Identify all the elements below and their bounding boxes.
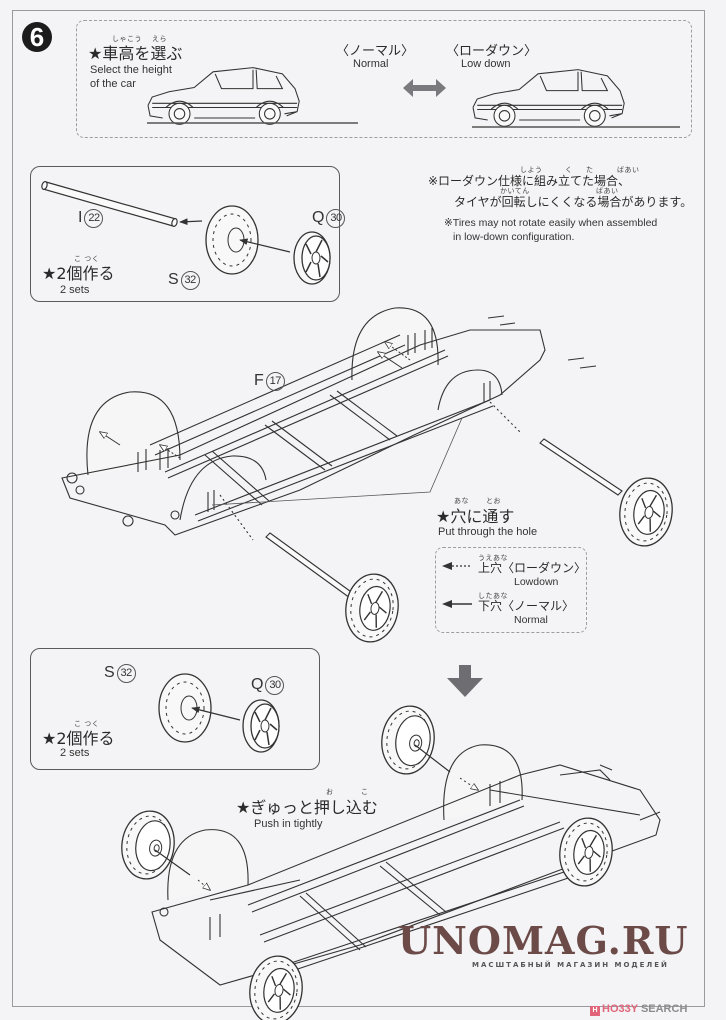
- note-ruby-1a: しよう: [520, 166, 543, 174]
- arrow-hole-rear-lower: [100, 432, 121, 446]
- note-ruby-1d: ばあい: [617, 166, 640, 174]
- upper-hole-label: 上穴〈ローダウン〉: [478, 561, 587, 575]
- arrow-hole-front-lower: [378, 352, 403, 369]
- arrow-push-upper: [459, 777, 478, 790]
- wheel-assembly-box-2: [30, 648, 320, 770]
- make-two-title-1: ★2個作る: [42, 264, 115, 283]
- make-two-subtitle-1: 2 sets: [60, 284, 90, 296]
- wheel-hub-upper: [376, 702, 440, 778]
- hole-title: ★穴に通す: [436, 507, 515, 526]
- note-line-2-en: in low-down configuration.: [453, 231, 575, 243]
- choose-height-subtitle-1: Select the height: [90, 64, 172, 76]
- arrow-legend-lower-icon: [442, 600, 472, 608]
- part-number: 30: [265, 676, 285, 695]
- chassis-F17: [61, 307, 597, 536]
- push-subtitle: Push in tightly: [254, 818, 323, 830]
- page-frame: [12, 10, 705, 1007]
- chassis-assembled: [151, 744, 661, 986]
- step-number-badge: 6: [22, 22, 52, 52]
- lowdown-label-jp: 〈ローダウン〉: [446, 44, 538, 59]
- normal-label-en: Normal: [353, 58, 389, 70]
- hole-subtitle: Put through the hole: [438, 526, 538, 538]
- arrow-hole-front-upper: [385, 342, 411, 361]
- part-number: 32: [116, 664, 136, 683]
- ruby-ana: あな: [454, 497, 469, 505]
- lower-hole-en: Normal: [514, 614, 548, 626]
- wheel-assembled-front: [614, 474, 678, 550]
- watermark-subtitle: МАСШТАБНЫЙ МАГАЗИН МОДЕЛЕЙ: [472, 961, 669, 969]
- wheel-mounted-front: [554, 814, 618, 890]
- arrow-rim-to-tire: [239, 238, 291, 253]
- hobby-search-logo-icon: H: [590, 1006, 600, 1016]
- watermark-title: UNOMAG.RU: [398, 918, 689, 963]
- note-line-2: タイヤが回転しにくくなる場合があります。: [454, 195, 693, 209]
- part-letter: S: [168, 271, 179, 288]
- note-line-1: ※ローダウン仕様に組み立てた場合、: [428, 174, 631, 188]
- make-two-title-2: ★2個作る: [42, 729, 115, 748]
- arrow-tire-to-axle: [179, 218, 203, 226]
- part-letter: S: [104, 664, 115, 681]
- credit-hobby: HO33Y: [602, 1003, 638, 1015]
- ruby-ko: こ: [361, 788, 369, 796]
- part-letter: F: [254, 372, 264, 389]
- part-number: 30: [326, 209, 346, 228]
- leader-line-hole: [211, 417, 463, 506]
- choose-height-box: [76, 20, 692, 138]
- ruby-shitaana: したあな: [478, 592, 508, 600]
- ruby-ueana: うえあな: [478, 554, 508, 562]
- part-letter: Q: [312, 209, 325, 226]
- arrow-rim-to-tire-b: [191, 706, 241, 721]
- axle-part-I22: [41, 180, 178, 228]
- upper-hole-en: Lowdown: [514, 576, 559, 588]
- note-ruby-2a: かいてん: [500, 187, 530, 195]
- credit-search: SEARCH: [640, 1003, 688, 1015]
- hub-line-upper: [414, 744, 451, 773]
- push-title: ★ぎゅっと押し込む: [236, 798, 378, 817]
- axle-rod-front: [489, 401, 623, 496]
- note-ruby-1b: く: [565, 166, 573, 174]
- note-ruby-2b: ばあい: [596, 187, 619, 195]
- down-arrow-icon: [447, 665, 483, 697]
- note-ruby-1c: た: [586, 166, 594, 174]
- ruby-o: お: [326, 788, 334, 796]
- make-two-subtitle-2: 2 sets: [60, 747, 90, 759]
- part-number: 22: [84, 209, 104, 228]
- hole-legend-box: [435, 547, 587, 633]
- ruby-shakou: しゃこう: [112, 35, 142, 43]
- part-number: 17: [265, 372, 285, 391]
- ruby-too: とお: [486, 497, 501, 505]
- note-line-1-en: ※Tires may not rotate easily when assemb…: [444, 217, 658, 229]
- normal-label-jp: 〈ノーマル〉: [336, 44, 415, 59]
- ruby-kotsuku-2: こ つく: [74, 720, 100, 728]
- hub-line-lower: [154, 849, 191, 876]
- part-number: 32: [180, 271, 200, 290]
- axle-rod-rear: [219, 494, 355, 599]
- part-letter: Q: [251, 676, 264, 693]
- wheel-assembly-box-1: [30, 166, 340, 302]
- arrow-legend-upper-icon: [442, 562, 472, 570]
- lower-hole-label: 下穴〈ノーマル〉: [478, 599, 575, 613]
- lowdown-label-en: Low down: [461, 58, 511, 70]
- wheel-assembled-rear: [340, 570, 404, 646]
- choose-height-subtitle-2: of the car: [90, 78, 136, 90]
- double-arrow-icon: [403, 79, 446, 97]
- choose-height-title: ★車高を選ぶ: [88, 44, 183, 63]
- ruby-era: えら: [152, 35, 167, 43]
- ruby-kotsuku-1: こ つく: [74, 255, 100, 263]
- part-letter: I: [78, 209, 83, 226]
